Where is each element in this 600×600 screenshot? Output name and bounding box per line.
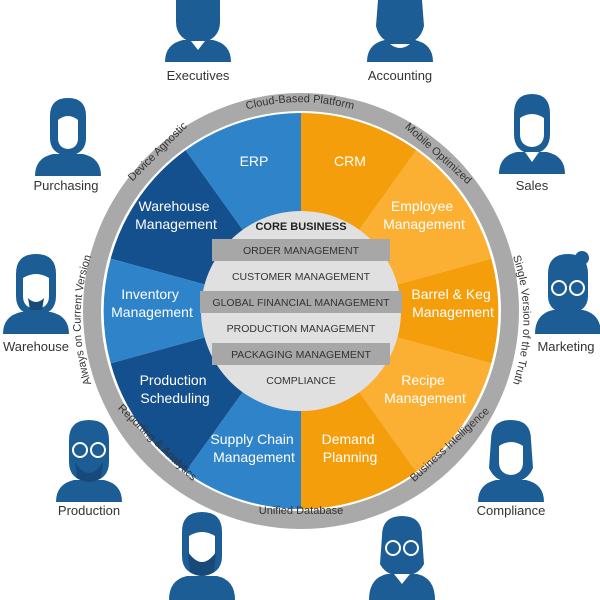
core-item-customer-management: CUSTOMER MANAGEMENT <box>232 271 371 283</box>
person-label-compliance: Compliance <box>477 503 546 518</box>
core-item-packaging-management: PACKAGING MANAGEMENT <box>231 349 371 361</box>
segment-label-employee-management: Employee Management <box>383 198 465 232</box>
person-label-executives: Executives <box>167 68 230 83</box>
person-compliance: Compliance <box>477 420 546 518</box>
core-band <box>212 343 390 365</box>
core-band <box>200 291 402 313</box>
person-label-production: Production <box>58 503 120 518</box>
person-icon <box>369 574 435 600</box>
core-business: CORE BUSINESS ORDER MANAGEMENT CUSTOMER … <box>200 211 402 411</box>
segment-label-warehouse-management: Warehouse Management <box>135 198 217 232</box>
person-label-purchasing: Purchasing <box>33 178 98 193</box>
segment-label-inventory-management: Inventory Management <box>111 286 193 320</box>
core-title: CORE BUSINESS <box>255 221 346 233</box>
segment-label-supply-chain-management: Supply Chain Management <box>210 431 297 465</box>
person-icon <box>35 154 101 176</box>
ring-label-bottom: Unified Database <box>259 505 343 517</box>
person-label-marketing: Marketing <box>537 339 594 354</box>
person-icon <box>56 480 122 502</box>
person-production: Production <box>56 420 122 518</box>
person-label-warehouse: Warehouse <box>3 339 69 354</box>
person-icon <box>169 576 235 600</box>
segment-label-production-scheduling: Production Scheduling <box>140 372 211 406</box>
person-bottom-left <box>169 512 235 600</box>
person-label-accounting: Accounting <box>368 68 432 83</box>
segment-label-demand-planning: Demand Planning <box>322 431 379 465</box>
person-icon <box>499 152 565 174</box>
person-executives: Executives <box>165 0 231 83</box>
person-icon <box>3 312 69 334</box>
person-warehouse: Warehouse <box>3 254 69 354</box>
core-band <box>212 239 390 261</box>
person-label-sales: Sales <box>516 178 549 193</box>
segment-label-erp: ERP <box>240 153 269 169</box>
person-sales: Sales <box>499 94 565 193</box>
person-bottom-right <box>369 516 435 600</box>
core-item-production-management: PRODUCTION MANAGEMENT <box>227 323 376 335</box>
person-accounting: Accounting <box>367 0 433 83</box>
segment-label-barrel-keg-management: Barrel & Keg Management <box>411 286 494 320</box>
person-icon <box>478 480 544 502</box>
person-icon <box>165 40 231 62</box>
person-purchasing: Purchasing <box>33 98 101 193</box>
person-icon <box>535 310 600 334</box>
core-item-order-management: ORDER MANAGEMENT <box>243 245 360 257</box>
segment-label-recipe-management: Recipe Management <box>384 372 466 406</box>
person-marketing: Marketing <box>535 251 600 354</box>
segment-label-crm: CRM <box>334 153 366 169</box>
core-item-global-financial-management: GLOBAL FINANCIAL MANAGEMENT <box>212 297 390 309</box>
person-icon <box>367 40 433 62</box>
core-item-compliance: COMPLIANCE <box>266 375 335 387</box>
